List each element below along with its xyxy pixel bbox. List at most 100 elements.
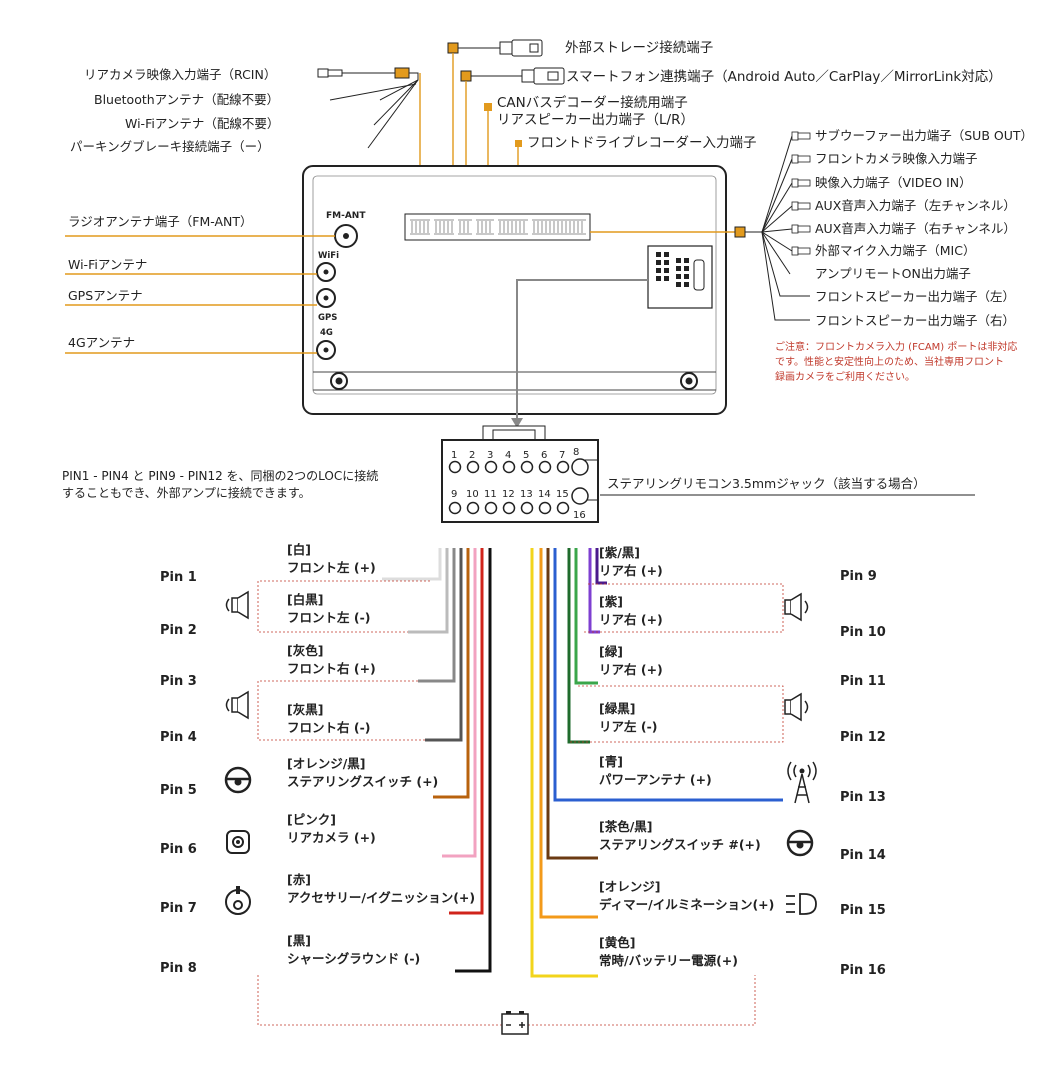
pin-hole — [466, 460, 480, 474]
wifi-port-label: WiFi — [318, 251, 339, 261]
wire-function-label: ステアリングスイッチ #(+) — [599, 837, 761, 852]
pin-number: 13 — [520, 489, 533, 500]
wire — [546, 548, 598, 860]
wire-function-label: フロント左 (+) — [287, 560, 376, 575]
pin-number-label: Pin 15 — [840, 903, 886, 918]
wire-function-label: リア左 (-) — [599, 719, 657, 734]
wire — [425, 548, 463, 742]
pin-number-label: Pin 13 — [840, 790, 886, 805]
pin-number: 8 — [573, 447, 579, 458]
aux-left-label: AUX音声入力端子（左チャンネル） — [815, 198, 1016, 213]
pin-wires — [382, 548, 783, 978]
pin-number: 16 — [573, 510, 586, 521]
pin-hole — [520, 501, 534, 515]
amp-remote-label: アンプリモートON出力端子 — [815, 266, 971, 281]
caution-line-3: 録画カメラをご利用ください。 — [775, 370, 915, 383]
dimmer-light-icon — [786, 893, 817, 915]
wire-color-label: [赤] — [287, 872, 311, 887]
pin-hole — [502, 460, 516, 474]
pin-number-label: Pin 10 — [840, 625, 886, 640]
pin-hole — [571, 487, 589, 505]
rear-speaker-label: リアスピーカー出力端子（L/R） — [497, 112, 694, 128]
smartphone-label: スマートフォン連携端子（Android Auto／CarPlay／MirrorL… — [566, 69, 1002, 85]
wire-function-label: 常時/バッテリー電源(+) — [599, 953, 738, 968]
pin-number: 7 — [559, 450, 565, 461]
pin-hole — [484, 460, 498, 474]
sixteen-pin-connector — [441, 425, 599, 523]
wire — [574, 548, 598, 685]
rear-camera-input-label: リアカメラ映像入力端子（RCIN） — [84, 67, 276, 82]
wire-function-label: リアカメラ (+) — [287, 830, 376, 845]
pin-number-label: Pin 6 — [160, 842, 197, 857]
wire — [567, 548, 590, 744]
pin-number-label: Pin 14 — [840, 848, 886, 863]
wire-function-label: ディマー/イルミネーション(+) — [599, 897, 774, 912]
wire-color-label: [オレンジ/黒] — [287, 756, 366, 771]
pin-number-label: Pin 8 — [160, 961, 197, 976]
wire — [553, 548, 783, 802]
wire-color-label: [灰色] — [287, 643, 323, 658]
subwoofer-output-label: サブウーファー出力端子（SUB OUT） — [815, 128, 1033, 143]
speaker-icon — [784, 692, 809, 722]
wire-function-label: パワーアンテナ (+) — [599, 772, 712, 787]
pin-hole — [556, 460, 570, 474]
wire-function-label: フロント右 (+) — [287, 661, 376, 676]
radio-antenna-label: ラジオアンテナ端子（FM-ANT） — [68, 214, 253, 229]
pin-number: 14 — [538, 489, 551, 500]
wire-function-label: フロント左 (-) — [287, 610, 370, 625]
pin-number: 10 — [466, 489, 479, 500]
wire-function-label: リア右 (+) — [599, 612, 663, 627]
wire-function-label: ステアリングスイッチ (+) — [287, 774, 438, 789]
pin-hole — [571, 458, 589, 476]
pin-note-line-2: することもでき、外部アンプに接続できます。 — [62, 485, 311, 500]
pin-number: 15 — [556, 489, 569, 500]
caution-line-1: ご注意：フロントカメラ入力 (FCAM) ポートは非対応 — [775, 340, 1017, 353]
wire-color-label: [緑黒] — [599, 701, 635, 716]
wire — [530, 548, 598, 978]
pin-number-label: Pin 11 — [840, 674, 886, 689]
wifi-antenna-label: Wi-Fiアンテナ — [68, 257, 147, 272]
pin-number: 5 — [523, 450, 529, 461]
steering-wheel-icon — [786, 829, 814, 857]
caution-line-2: です。性能と安定性向上のため、当社専用フロント — [775, 355, 1004, 368]
pin-hole — [502, 501, 516, 515]
wire-function-label: リア右 (+) — [599, 662, 663, 677]
canbus-label: CANバスデコーダー接続用端子 — [497, 94, 688, 111]
pin-hole — [538, 460, 552, 474]
steering-jack-label: ステアリングリモコン3.5mmジャック（該当する場合） — [607, 476, 926, 491]
wire-color-label: [ピンク] — [287, 812, 336, 827]
pin-number-label: Pin 9 — [840, 569, 877, 584]
wire-color-label: [青] — [599, 754, 623, 769]
pin-number-label: Pin 5 — [160, 783, 197, 798]
parking-brake-label: パーキングブレーキ接続端子（ー） — [70, 139, 270, 154]
wire-color-label: [紫/黒] — [599, 545, 640, 560]
wire-function-label: フロント右 (-) — [287, 720, 370, 735]
wire-color-label: [黄色] — [599, 935, 635, 950]
head-unit-back-panel — [302, 165, 727, 415]
pin-number-label: Pin 7 — [160, 901, 197, 916]
front-camera-input-label: フロントカメラ映像入力端子 — [815, 151, 978, 166]
pin-number-label: Pin 2 — [160, 623, 197, 638]
wire — [455, 548, 492, 973]
gps-port-label: GPS — [318, 313, 337, 323]
speaker-icon — [225, 590, 249, 620]
wire-color-label: [白] — [287, 542, 311, 557]
antenna-tower-icon — [787, 761, 817, 804]
fm-ant-port-label: FM-ANT — [326, 211, 366, 221]
wire — [408, 548, 449, 634]
wire-function-label: リア右 (+) — [599, 563, 663, 578]
pin-number: 6 — [541, 450, 547, 461]
pin-number: 9 — [451, 489, 457, 500]
wire — [442, 548, 477, 858]
wire-color-label: [緑] — [599, 644, 623, 659]
front-speaker-right-label: フロントスピーカー出力端子（右） — [815, 313, 1015, 328]
pin-number-label: Pin 4 — [160, 730, 197, 745]
pin-note-line-1: PIN1 - PIN4 と PIN9 - PIN12 を、同梱の2つのLOCに接… — [62, 468, 378, 483]
aux-right-label: AUX音声入力端子（右チャンネル） — [815, 221, 1016, 236]
pin-hole — [484, 501, 498, 515]
camera-icon — [226, 830, 250, 854]
mic-input-label: 外部マイク入力端子（MIC） — [815, 243, 975, 258]
lte-port-label: 4G — [320, 328, 333, 338]
right-harness — [734, 131, 811, 321]
